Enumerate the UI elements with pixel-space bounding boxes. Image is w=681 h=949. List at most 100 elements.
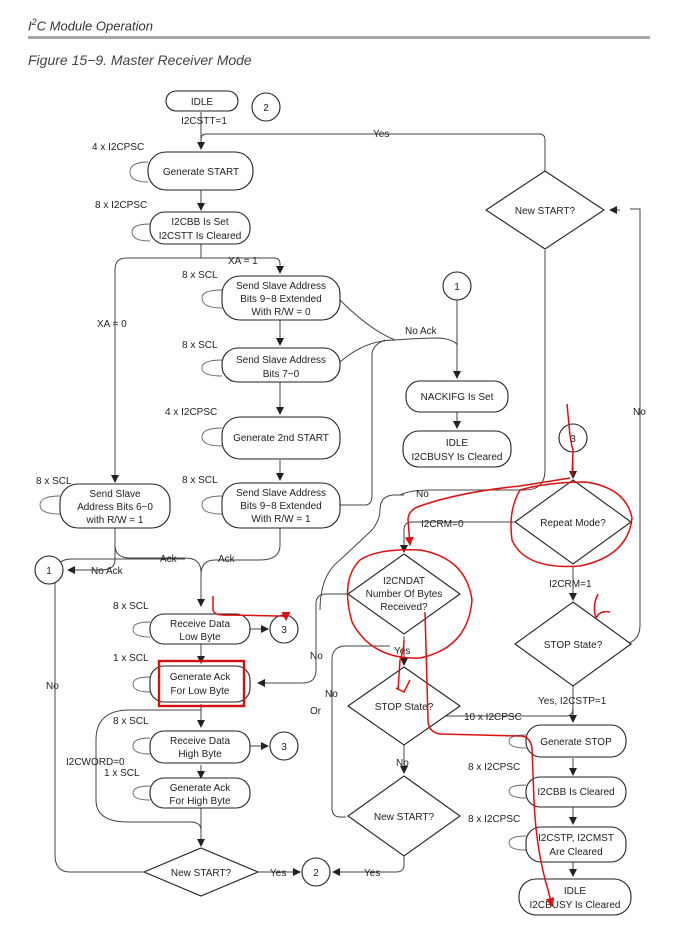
svg-text:8 x SCL: 8 x SCL bbox=[113, 716, 149, 727]
svg-text:Receive Data: Receive Data bbox=[170, 619, 230, 630]
svg-text:1 x SCL: 1 x SCL bbox=[104, 768, 140, 779]
svg-text:No Ack: No Ack bbox=[405, 326, 438, 337]
edge-labels: 4 x I2CPSC 8 x I2CPSC 8 x SCL 8 x SCL 4 … bbox=[36, 129, 646, 879]
svg-text:New START?: New START? bbox=[171, 868, 232, 879]
decision-repeat-mode: Repeat Mode? bbox=[514, 479, 632, 565]
node-receive-low: Receive Data Low Byte bbox=[149, 613, 251, 645]
svg-text:1: 1 bbox=[454, 282, 460, 293]
svg-text:IDLE: IDLE bbox=[446, 438, 469, 449]
node-ack-high: Generate Ack For High Byte bbox=[149, 777, 251, 809]
edge-yes-restart bbox=[200, 133, 546, 172]
highlight-ack-low bbox=[157, 659, 246, 708]
edge-ssa98-rxlow bbox=[197, 528, 281, 607]
svg-text:With R/W = 0: With R/W = 0 bbox=[251, 307, 311, 318]
svg-text:2: 2 bbox=[313, 868, 319, 879]
svg-text:I2CBUSY Is Cleared: I2CBUSY Is Cleared bbox=[530, 900, 621, 911]
svg-text:I2CNDAT: I2CNDAT bbox=[383, 576, 425, 587]
self-loops bbox=[39, 161, 527, 851]
svg-text:2: 2 bbox=[263, 103, 269, 114]
edge-noack-3 bbox=[340, 339, 386, 506]
svg-text:Bits 7−0: Bits 7−0 bbox=[263, 369, 300, 380]
svg-text:IDLE: IDLE bbox=[191, 97, 214, 108]
svg-text:I2CSTP, I2CMST: I2CSTP, I2CMST bbox=[538, 833, 614, 844]
svg-text:I2CBUSY Is Cleared: I2CBUSY Is Cleared bbox=[412, 452, 503, 463]
svg-text:Address Bits 6−0: Address Bits 6−0 bbox=[77, 502, 153, 513]
connector-3-rx-high: 3 bbox=[269, 731, 299, 761]
svg-text:8 x SCL: 8 x SCL bbox=[36, 476, 72, 487]
edge-i2cword0 bbox=[95, 709, 202, 831]
svg-text:No: No bbox=[396, 758, 409, 769]
decision-stop-state-mid: STOP State? bbox=[347, 666, 461, 746]
node-send-slave-addr-7-0: Send Slave Address Bits 7−0 bbox=[221, 347, 341, 383]
svg-text:New START?: New START? bbox=[374, 812, 435, 823]
node-i2cbb-set: I2CBB Is Set I2CSTT Is Cleared bbox=[149, 211, 251, 245]
svg-text:I2CRM=0: I2CRM=0 bbox=[421, 519, 464, 530]
svg-text:No Ack: No Ack bbox=[91, 566, 124, 577]
svg-text:Or: Or bbox=[310, 706, 322, 717]
svg-text:8 x SCL: 8 x SCL bbox=[113, 601, 149, 612]
svg-text:Generate START: Generate START bbox=[163, 167, 239, 178]
edge-xa0 bbox=[111, 257, 201, 483]
connector-2-bottom: 2 bbox=[301, 857, 331, 887]
node-generate-2nd-start: Generate 2nd START bbox=[221, 416, 341, 460]
edge-noack-2 bbox=[339, 339, 396, 363]
svg-text:XA = 1: XA = 1 bbox=[228, 256, 258, 267]
svg-text:I2CBB Is Cleared: I2CBB Is Cleared bbox=[537, 787, 614, 798]
svg-text:Are Cleared: Are Cleared bbox=[549, 847, 602, 858]
edge-stopstate-no bbox=[619, 208, 641, 645]
svg-text:No: No bbox=[325, 689, 338, 700]
svg-text:Generate 2nd START: Generate 2nd START bbox=[233, 433, 329, 444]
svg-text:Yes: Yes bbox=[373, 129, 389, 140]
header-rule bbox=[28, 36, 650, 39]
node-idle-bottom: IDLE I2CBUSY Is Cleared bbox=[518, 878, 632, 916]
node-generate-start: Generate START bbox=[147, 151, 254, 191]
connector-2-top: 2 bbox=[251, 92, 281, 122]
svg-text:With R/W = 1: With R/W = 1 bbox=[251, 514, 311, 525]
figure-caption: Figure 15−9. Master Receiver Mode bbox=[28, 52, 252, 68]
svg-text:IDLE: IDLE bbox=[564, 886, 587, 897]
svg-text:XA = 0: XA = 0 bbox=[97, 319, 127, 330]
label-i2cstt1: I2CSTT=1 bbox=[181, 116, 227, 127]
edge-no-left-loop bbox=[54, 558, 185, 873]
svg-text:Send Slave Address: Send Slave Address bbox=[236, 281, 326, 292]
svg-text:Low Byte: Low Byte bbox=[179, 632, 221, 643]
svg-text:Repeat Mode?: Repeat Mode? bbox=[540, 518, 606, 529]
node-stp-mst-cleared: I2CSTP, I2CMST Are Cleared bbox=[525, 826, 627, 863]
edge-newstartmid-yes bbox=[332, 856, 405, 876]
decision-new-start-right: New START? bbox=[485, 170, 605, 250]
svg-text:Ack: Ack bbox=[218, 554, 236, 565]
svg-text:I2CBB Is Set: I2CBB Is Set bbox=[171, 217, 228, 228]
svg-text:For High Byte: For High Byte bbox=[169, 796, 231, 807]
svg-text:8 x SCL: 8 x SCL bbox=[182, 475, 218, 486]
svg-text:4 x I2CPSC: 4 x I2CPSC bbox=[92, 142, 144, 153]
svg-text:Send Slave: Send Slave bbox=[89, 489, 141, 500]
svg-text:No: No bbox=[46, 681, 59, 692]
svg-text:For Low Byte: For Low Byte bbox=[171, 686, 230, 697]
svg-text:with R/W = 1: with R/W = 1 bbox=[86, 515, 144, 526]
svg-text:I2CWORD=0: I2CWORD=0 bbox=[66, 757, 125, 768]
svg-text:8 x SCL: 8 x SCL bbox=[182, 270, 218, 281]
connector-1-right: 1 bbox=[442, 271, 472, 301]
svg-text:High Byte: High Byte bbox=[178, 749, 222, 760]
node-ack-low: Generate Ack For Low Byte bbox=[149, 665, 251, 703]
section-header: I2C Module Operation bbox=[28, 17, 153, 34]
svg-text:Generate Ack: Generate Ack bbox=[170, 672, 232, 683]
svg-text:Receive Data: Receive Data bbox=[170, 736, 230, 747]
node-receive-high: Receive Data High Byte bbox=[149, 730, 251, 764]
svg-text:No: No bbox=[633, 407, 646, 418]
svg-text:Ack: Ack bbox=[160, 554, 178, 565]
svg-text:I2CRM=1: I2CRM=1 bbox=[549, 579, 592, 590]
svg-text:8 x I2CPSC: 8 x I2CPSC bbox=[468, 762, 520, 773]
node-send-slave-addr-9-8: Send Slave Address Bits 9−8 Extended Wit… bbox=[221, 482, 341, 529]
node-idle-mid: IDLE I2CBUSY Is Cleared bbox=[402, 430, 512, 468]
red-annotations bbox=[212, 403, 633, 907]
connector-3-rx-low: 3 bbox=[269, 614, 299, 644]
node-generate-stop: Generate STOP bbox=[525, 724, 627, 758]
svg-text:STOP State?: STOP State? bbox=[375, 702, 434, 713]
svg-text:4 x I2CPSC: 4 x I2CPSC bbox=[165, 407, 217, 418]
svg-text:3: 3 bbox=[281, 742, 287, 753]
edge-noack-left bbox=[67, 545, 116, 574]
connector-1-left: 1 bbox=[34, 555, 64, 585]
node-send-slave-addr-6-0: Send Slave Address Bits 6−0 with R/W = 1 bbox=[59, 483, 171, 529]
edge-no-to-ack bbox=[319, 494, 404, 611]
